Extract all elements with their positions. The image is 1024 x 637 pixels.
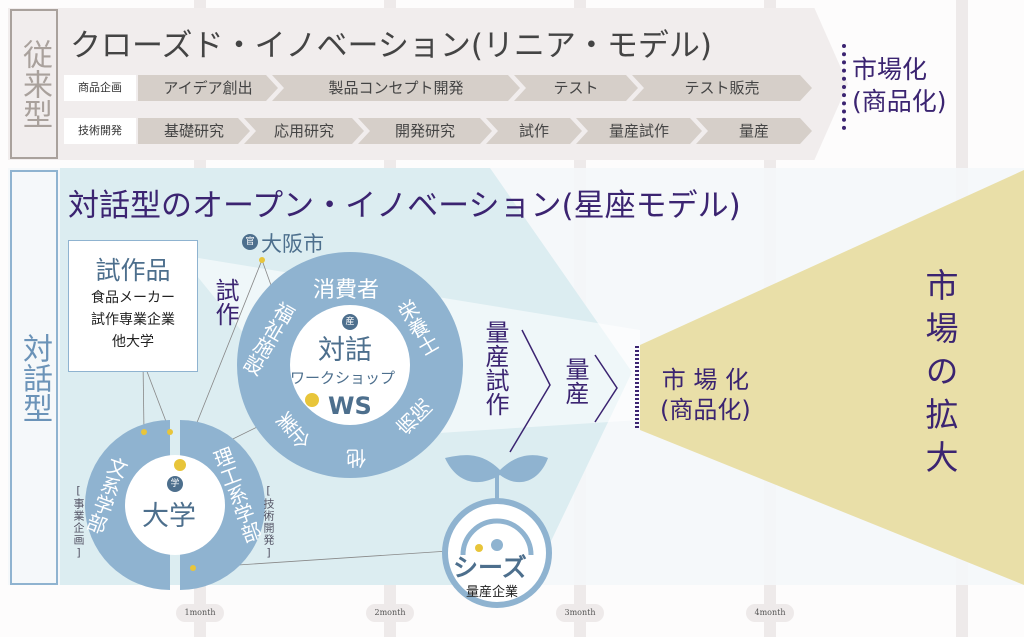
ring-label: 消費者 (313, 278, 380, 303)
prototype-title: 試作品 (95, 256, 171, 285)
market-line1: 市 場 化 (661, 366, 749, 394)
market-marker (842, 44, 846, 130)
note-tech-dev: [技術開発] (262, 484, 275, 560)
industry-badge: 産 (342, 314, 358, 330)
step: 量産試作 (576, 118, 702, 144)
prototype-line: 他大学 (112, 334, 154, 350)
prototype-line: 食品メーカー (91, 290, 175, 306)
open-side-label: 対話型 (10, 170, 58, 585)
step: アイデア創出 (138, 75, 278, 101)
step: 試作 (486, 118, 582, 144)
market-line2: (商品化) (852, 87, 947, 116)
market-line1: 市場化 (852, 55, 928, 84)
seeds-title: シーズ (453, 553, 527, 582)
prototype-line: 試作専業企業 (91, 312, 175, 328)
market-line2: (商品化) (660, 396, 751, 424)
academia-badge: 学 (167, 476, 183, 492)
ws-title: 対話 (318, 335, 372, 366)
market-expansion-area (640, 170, 1024, 585)
gov-badge: 官 (242, 234, 258, 250)
row-label-tech: 技術開発 (64, 118, 136, 144)
prototype-box: 試作品 食品メーカー 試作専業企業 他大学 (68, 240, 198, 372)
step: 基礎研究 (138, 118, 250, 144)
timeline-label: 4month (746, 604, 794, 622)
open-market-label: 市 場 化 (商品化) (660, 365, 751, 425)
seeds-sub: 量産企業 (466, 585, 519, 600)
ws-sub: ワークショップ (290, 369, 396, 387)
mass-label: 量産 (561, 357, 589, 405)
mass-trial-label: 量産試作 (481, 320, 509, 416)
timeline-label: 2month (366, 604, 414, 622)
step: 製品コンセプト開発 (272, 75, 520, 101)
ring-label: 他 (346, 446, 366, 470)
step: 応用研究 (244, 118, 364, 144)
open-title: 対話型のオープン・イノベーション(星座モデル) (68, 188, 741, 224)
closed-title: クローズド・イノベーション(リニア・モデル) (70, 28, 713, 64)
step: 量産 (696, 118, 812, 144)
gov-label: 大阪市 (261, 232, 324, 256)
trial-label: 試作 (211, 278, 239, 326)
timeline-label: 3month (556, 604, 604, 622)
note-business-planning: [事業企画] (72, 484, 85, 560)
market-expansion-label: 市場の拡大 (920, 268, 959, 483)
ws-label: WS (328, 392, 372, 420)
closed-market-label: 市場化 (商品化) (852, 54, 947, 118)
timeline-label: 1month (176, 604, 224, 622)
step: テスト販売 (632, 75, 812, 101)
step: 開発研究 (358, 118, 492, 144)
row-label-planning: 商品企画 (64, 75, 136, 101)
step: テスト (514, 75, 638, 101)
univ-title: 大学 (142, 501, 196, 532)
closed-side-label: 従来型 (10, 9, 58, 159)
